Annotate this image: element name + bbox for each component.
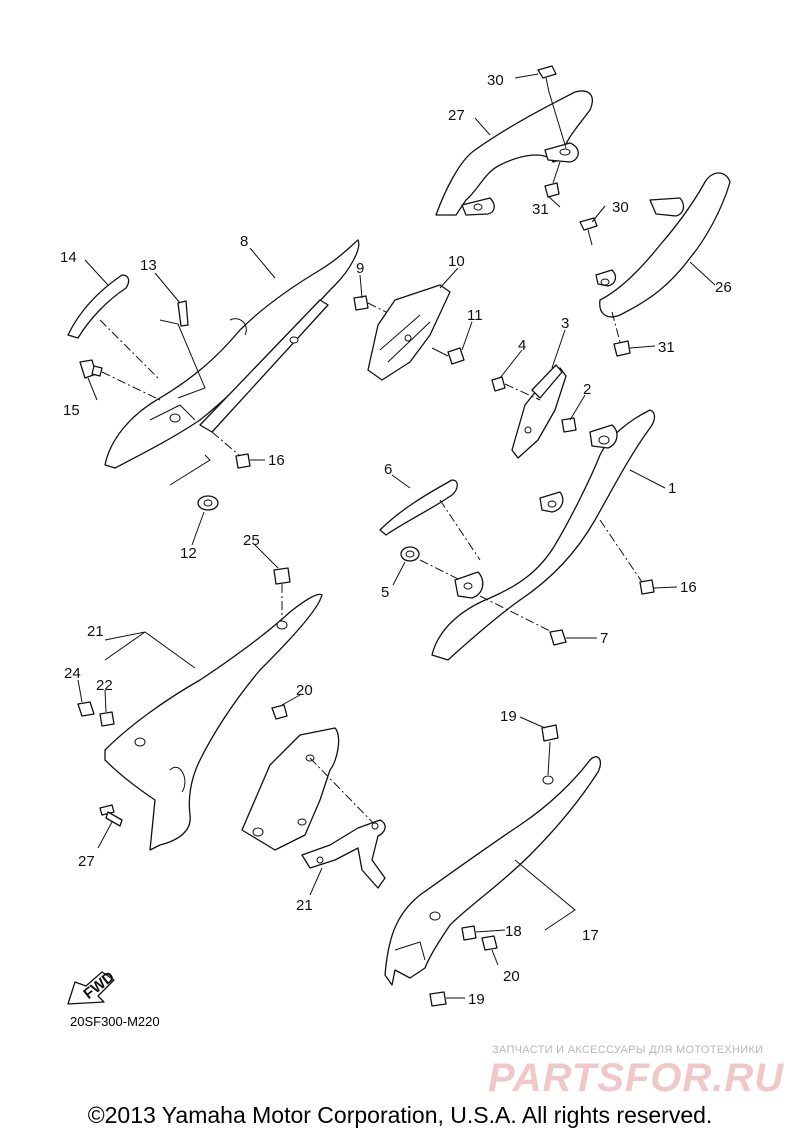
part-23-lower-cover bbox=[104, 593, 323, 851]
callout-12: 12 bbox=[180, 545, 197, 562]
part-1-side-cover bbox=[431, 409, 656, 661]
copyright-notice: ©2013 Yamaha Motor Corporation, U.S.A. A… bbox=[87, 1102, 713, 1128]
callout-24: 22 bbox=[96, 677, 113, 694]
callout-19-bottom: 19 bbox=[468, 991, 485, 1008]
part-19-nut-top bbox=[541, 724, 559, 776]
part-20-screw bbox=[481, 935, 498, 951]
callout-10: 10 bbox=[448, 253, 465, 270]
callout-6: 6 bbox=[384, 461, 392, 478]
part-12-grommet bbox=[169, 454, 219, 511]
part-5-grommet bbox=[400, 546, 461, 581]
callout-25: 25 bbox=[243, 532, 260, 549]
callout-26: 24 bbox=[64, 665, 81, 682]
part-30-bolt-right bbox=[579, 217, 598, 246]
part-3-bracket bbox=[511, 364, 567, 459]
part-2-nut bbox=[561, 417, 577, 433]
part-31-nut-right bbox=[611, 311, 631, 357]
part-19-nut-bottom bbox=[429, 991, 447, 1007]
part-6-strip bbox=[379, 479, 481, 561]
callout-9: 9 bbox=[356, 260, 364, 277]
callout-23: 21 bbox=[87, 623, 104, 640]
callout-27: 27 bbox=[78, 853, 95, 870]
callout-28: 26 bbox=[715, 279, 732, 296]
diagram-code: 20SF300-M220 bbox=[70, 1014, 160, 1029]
part-21-bracket bbox=[301, 819, 386, 889]
part-29-grab-bar bbox=[435, 90, 593, 216]
part-4-screw bbox=[491, 376, 541, 401]
part-18-nut bbox=[461, 925, 477, 941]
callout-31-top: 31 bbox=[532, 201, 549, 218]
callout-labels: 30 27 31 30 26 31 14 13 8 9 10 11 15 16 … bbox=[60, 72, 732, 1008]
part-28-grab-bar bbox=[595, 172, 731, 318]
part-26-screw bbox=[77, 701, 95, 717]
watermark-tagline: ЗАПЧАСТИ И АКСЕССУАРЫ ДЛЯ МОТОТЕХНИКИ bbox=[492, 1044, 764, 1056]
callout-21: 21 bbox=[296, 897, 313, 914]
callout-15: 15 bbox=[63, 402, 80, 419]
callout-7: 7 bbox=[600, 630, 608, 647]
part-10-bracket bbox=[367, 284, 451, 381]
callout-20: 20 bbox=[503, 968, 520, 985]
callout-30-top: 30 bbox=[487, 72, 504, 89]
callout-31-right: 31 bbox=[658, 339, 675, 356]
callout-16-right: 16 bbox=[680, 579, 697, 596]
part-17-lower-cover bbox=[384, 756, 602, 986]
callout-14: 14 bbox=[60, 249, 77, 266]
part-22-plate bbox=[241, 704, 381, 851]
watermark-logo: PARTSFOR.RU bbox=[488, 1056, 785, 1100]
callout-30-right: 30 bbox=[612, 199, 629, 216]
part-14-strip bbox=[67, 274, 161, 381]
part-30-bolt bbox=[537, 65, 567, 149]
callout-3: 3 bbox=[561, 315, 569, 332]
part-25-nut bbox=[273, 567, 291, 620]
callout-22: 20 bbox=[296, 682, 313, 699]
part-7-screw bbox=[479, 595, 567, 646]
callout-4: 4 bbox=[518, 337, 526, 354]
part-13-clip bbox=[159, 300, 206, 399]
callout-13: 13 bbox=[140, 257, 157, 274]
callout-8: 8 bbox=[240, 233, 248, 250]
callout-19-top: 19 bbox=[500, 708, 517, 725]
fwd-arrow-icon: FWD bbox=[67, 968, 118, 1005]
callout-5: 5 bbox=[381, 584, 389, 601]
callout-17: 17 bbox=[582, 927, 599, 944]
part-31-nut bbox=[544, 161, 561, 198]
callout-11: 11 bbox=[467, 307, 483, 324]
callout-1: 1 bbox=[668, 480, 676, 497]
part-24-nut bbox=[99, 711, 115, 727]
part-8-side-cover bbox=[104, 239, 360, 469]
part-15-screw bbox=[79, 359, 161, 401]
part-11-screw bbox=[431, 347, 465, 365]
callout-29: 27 bbox=[448, 107, 465, 124]
part-16-nut bbox=[211, 431, 251, 469]
callout-16-left: 16 bbox=[268, 452, 285, 469]
part-27-rivet bbox=[99, 804, 123, 827]
callout-2: 2 bbox=[583, 381, 591, 398]
leader-lines bbox=[77, 73, 716, 999]
callout-18: 18 bbox=[505, 923, 522, 940]
part-16-nut-right bbox=[599, 519, 655, 595]
